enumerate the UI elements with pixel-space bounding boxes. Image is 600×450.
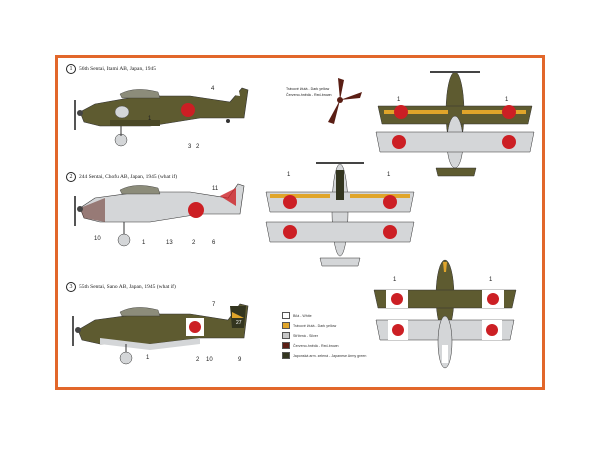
legend-label: Červeno-hnědá - Red-brown (293, 343, 339, 348)
legend-item-white: Bílá - White (282, 312, 312, 319)
callout-p2-c: 1 (142, 240, 146, 246)
callout-p3-e: 9 (238, 357, 242, 363)
callout-p1-b: 1 (148, 116, 152, 122)
aircraft-3-top-view (373, 259, 517, 333)
legend-swatch (282, 312, 290, 319)
aircraft-1-side-view (74, 86, 249, 147)
profile-2-number: 2 (66, 172, 76, 182)
prop-label-redbrown: Červeno-hnědá - Red-brown (286, 93, 332, 97)
callout-p1-d: 2 (196, 144, 200, 150)
callout-tv-c: 1 (287, 172, 291, 178)
legend-item-army-green: Japonská arm. zelená - Japanese Army gre… (282, 352, 366, 359)
sheet-frame (55, 55, 545, 390)
prop-label-yellow: Trávové žlutá - Dark yellow (286, 87, 330, 91)
profile-2-title: 244 Sentai, Chofu AB, Japan, 1945 (what … (79, 174, 178, 180)
profile-1-title: 56th Sentai, Itami AB, Japan, 1945 (79, 66, 156, 72)
profile-1-number: 1 (66, 64, 76, 74)
legend-swatch (282, 352, 290, 359)
callout-p1-a: 4 (211, 86, 215, 92)
callout-p3-a: 7 (212, 302, 216, 308)
callout-p3-c: 2 (196, 357, 200, 363)
callout-p1-c: 3 (188, 144, 192, 150)
aircraft-2-side-view (74, 183, 245, 247)
callout-p2-e: 2 (192, 240, 196, 246)
legend-label: Stříbrná - Silver (293, 333, 318, 338)
callout-tv-d: 1 (387, 172, 391, 178)
legend-label: Japonská arm. zelená - Japanese Army gre… (293, 353, 367, 358)
callout-p2-b: 10 (94, 236, 101, 242)
legend-item-silver: Stříbrná - Silver (282, 332, 318, 339)
callout-p2-a: 11 (212, 186, 219, 192)
aircraft-2-bottom-view (265, 221, 415, 267)
callout-tv-a: 1 (397, 97, 401, 103)
callout-tv-f: 1 (489, 277, 493, 283)
propeller-detail (328, 78, 362, 124)
legend-item-dark-yellow: Trávové žlutá - Dark yellow (282, 322, 336, 329)
callout-tv-e: 1 (393, 277, 397, 283)
legend-label: Trávové žlutá - Dark yellow (293, 323, 337, 328)
tail-number: 27 (236, 320, 242, 326)
legend-swatch (282, 322, 290, 329)
legend-label: Bílá - White (293, 313, 312, 318)
callout-p2-f: 6 (212, 240, 216, 246)
callout-p3-d: 10 (206, 357, 213, 363)
legend-item-red-brown: Červeno-hnědá - Red-brown (282, 342, 339, 349)
profile-3-number: 3 (66, 282, 76, 292)
aircraft-3-side-view (72, 303, 249, 365)
profile-3-title: 55th Sentai, Sano AB, Japan, 1945 (what … (79, 284, 176, 290)
legend-swatch (282, 332, 290, 339)
callout-tv-b: 1 (505, 97, 509, 103)
aircraft-3-bottom-view (375, 315, 515, 369)
callout-p2-d: 13 (166, 240, 173, 246)
aircraft-1-bottom-view (375, 115, 535, 169)
legend-swatch (282, 342, 290, 349)
callout-p3-b: 1 (146, 355, 150, 361)
